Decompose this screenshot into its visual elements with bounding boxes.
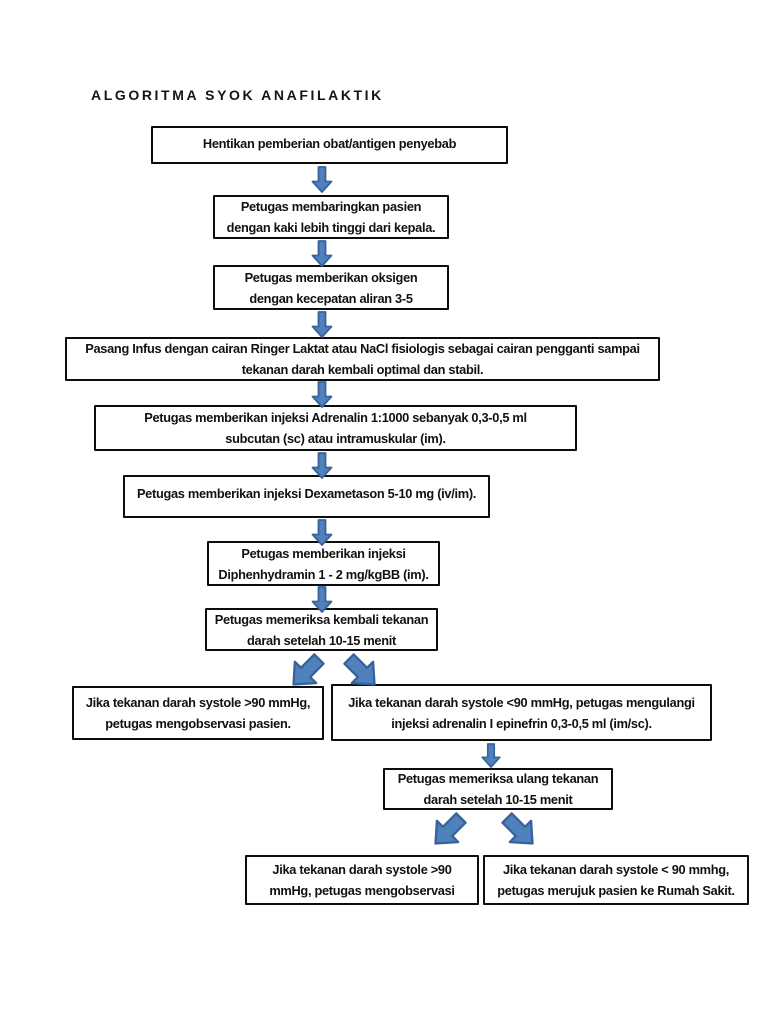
flow-step-lay-patient: Petugas membaringkan pasien dengan kaki … — [213, 195, 449, 239]
flow-step-observe-again: Jika tekanan darah systole >90 mmHg, pet… — [245, 855, 479, 905]
down-right-arrow-icon — [501, 812, 534, 845]
flow-step-text: darah setelah 10-15 menit — [423, 792, 573, 807]
flow-step-text: Petugas memeriksa ulang tekanan — [397, 771, 599, 786]
flow-step-text: Petugas memberikan oksigen — [244, 269, 418, 285]
down-arrow-icon — [311, 240, 333, 267]
flow-step-text: Petugas memberikan injeksi Adrenalin 1:1… — [144, 410, 527, 425]
flow-step-text: petugas merujuk pasien ke Rumah Sakit. — [497, 883, 735, 898]
down-arrow-icon — [311, 311, 333, 338]
flow-step-observe-patient: Jika tekanan darah systole >90 mmHg, pet… — [72, 686, 324, 740]
down-left-arrow-icon — [434, 812, 467, 845]
flow-step-text: Jika tekanan darah systole >90 — [272, 862, 452, 877]
flow-step-repeat-adrenalin: Jika tekanan darah systole <90 mmHg, pet… — [331, 684, 712, 741]
flow-step-text: Jika tekanan darah systole >90 mmHg, — [85, 695, 311, 710]
flow-step-check-bp: Petugas memeriksa kembali tekanan darah … — [205, 608, 438, 651]
flow-step-text: subcutan (sc) atau intramuskular (im). — [225, 431, 446, 446]
down-arrow-icon — [481, 743, 501, 768]
flow-step-diphenhydramin: Petugas memberikan injeksi Diphenhydrami… — [207, 541, 440, 586]
flow-step-adrenalin: Petugas memberikan injeksi Adrenalin 1:1… — [94, 405, 577, 451]
flow-step-text: Petugas memberikan injeksi Dexametason 5… — [136, 486, 477, 501]
flow-step-text: darah setelah 10-15 menit — [247, 632, 396, 648]
flow-step-dexametason: Petugas memberikan injeksi Dexametason 5… — [123, 475, 490, 518]
down-arrow-icon — [311, 452, 333, 479]
down-arrow-icon — [311, 381, 333, 408]
flow-step-text: Petugas memeriksa kembali tekanan — [214, 611, 429, 627]
flow-step-text: Pasang Infus dengan cairan Ringer Laktat… — [85, 341, 640, 356]
flow-step-refer-hospital: Jika tekanan darah systole < 90 mmhg, pe… — [483, 855, 749, 905]
flow-step-text: Petugas memberikan injeksi — [241, 545, 406, 561]
flow-step-text: dengan kecepatan aliran 3-5 — [249, 290, 413, 306]
flow-step-text: Petugas membaringkan pasien — [240, 199, 422, 214]
page-title: ALGORITMA SYOK ANAFILAKTIK — [91, 87, 384, 103]
flow-step-give-oxygen: Petugas memberikan oksigen dengan kecepa… — [213, 265, 449, 310]
flow-step-text: Jika tekanan darah systole <90 mmHg, pet… — [348, 694, 695, 710]
flow-step-text: Diphenhydramin 1 - 2 mg/kgBB (im). — [218, 566, 429, 582]
down-arrow-icon — [311, 166, 333, 193]
flow-step-text: dengan kaki lebih tinggi dari kepala. — [226, 220, 436, 235]
flow-step-text: Jika tekanan darah systole < 90 mmhg, — [502, 862, 730, 877]
down-right-arrow-icon — [343, 653, 376, 686]
flow-step-stop-drug: Hentikan pemberian obat/antigen penyebab — [151, 126, 508, 164]
down-left-arrow-icon — [292, 653, 325, 686]
flow-step-text: injeksi adrenalin I epinefrin 0,3-0,5 ml… — [391, 715, 652, 731]
flow-step-infusion: Pasang Infus dengan cairan Ringer Laktat… — [65, 337, 660, 381]
flow-step-recheck-bp: Petugas memeriksa ulang tekanan darah se… — [383, 768, 613, 810]
flow-step-text: petugas mengobservasi pasien. — [105, 716, 291, 731]
down-arrow-icon — [311, 519, 333, 546]
down-arrow-icon — [311, 586, 333, 613]
flow-step-text: tekanan darah kembali optimal dan stabil… — [241, 362, 484, 377]
flow-step-text: mmHg, petugas mengobservasi — [269, 883, 455, 898]
flow-step-text: Hentikan pemberian obat/antigen penyebab — [202, 136, 457, 151]
